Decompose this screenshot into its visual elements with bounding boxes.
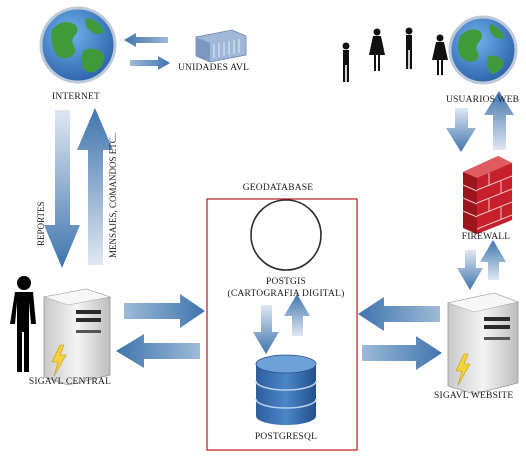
sigavl-central-label: SIGAVL CENTRAL — [28, 377, 112, 387]
geodatabase-box — [206, 198, 358, 451]
arrow-firewall-to-users — [484, 91, 514, 150]
usuarios-web-label: USUARIOS WEB — [446, 95, 520, 105]
arrow-postgis-to-website — [362, 336, 442, 370]
postgresql-label: POSTGRESQL — [254, 432, 318, 442]
globe-icon — [448, 15, 518, 85]
arrow-reportes-down — [44, 110, 80, 268]
unidades-avl-label: UNIDADES AVL — [178, 63, 250, 73]
building-icon — [195, 29, 247, 63]
postgis-circle — [250, 199, 322, 271]
server-icon — [42, 288, 112, 386]
database-icon — [255, 354, 317, 425]
cartografia-digital-label: (CARTOGRAFIA DIGITAL) — [227, 289, 345, 299]
arrow-central-to-postgis — [124, 294, 205, 328]
arrow-mensajes-up — [77, 108, 113, 265]
geodatabase-label: GEODATABASE — [242, 183, 314, 193]
arrow-website-to-postgis — [358, 297, 440, 331]
reportes-label: REPORTES — [36, 201, 46, 246]
mensajes-label: MENSAJES, COMANDOS ETC.. — [108, 132, 118, 258]
arrow-postgresql-to-postgis — [284, 294, 310, 336]
internet-label: INTERNET — [51, 92, 101, 102]
arrow-postgis-to-postgresql — [253, 305, 279, 354]
arrow-firewall-to-website — [457, 250, 483, 290]
arrow-avl-to-internet — [124, 33, 168, 47]
person-icon — [10, 276, 36, 372]
arrow-users-to-firewall — [446, 108, 476, 152]
firewall-label: FIREWALL — [461, 232, 511, 242]
globe-icon — [39, 6, 117, 84]
server-icon — [446, 292, 520, 395]
sigavl-website-label: SIGAVL WEBSITE — [434, 391, 514, 401]
arrow-website-to-firewall — [480, 240, 506, 280]
postgis-label: POSTGIS — [266, 277, 306, 287]
firewall-icon — [462, 156, 513, 234]
person-icon — [342, 27, 448, 82]
arrow-internet-to-avl — [130, 56, 170, 70]
arrow-postgis-to-central — [116, 334, 200, 368]
